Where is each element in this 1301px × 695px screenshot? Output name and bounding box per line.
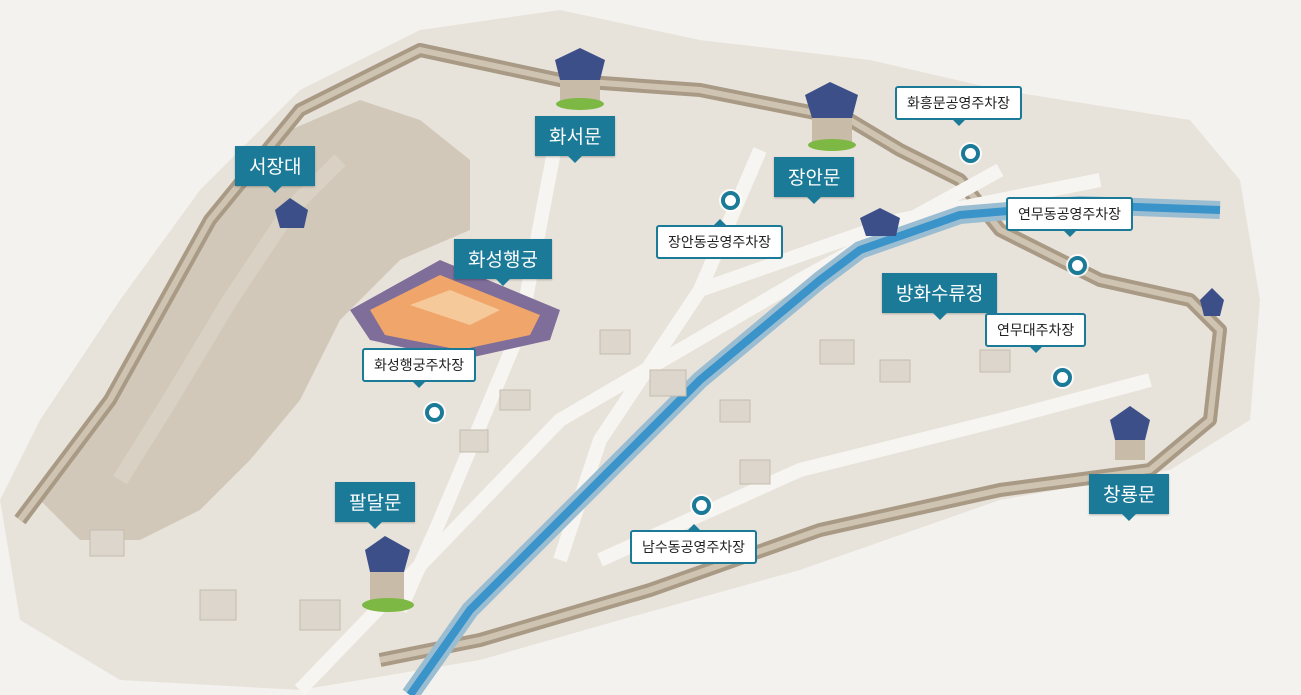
haenggung-palace <box>350 260 560 360</box>
landmark-hwaseomun[interactable]: 화서문 <box>535 116 616 163</box>
parking-pin-haenggung[interactable] <box>425 403 444 422</box>
landmark-seojangdae[interactable]: 서장대 <box>235 146 316 193</box>
gate-towers <box>275 48 1224 572</box>
parking-yeonmudae[interactable]: 연무대주차장 <box>985 313 1087 353</box>
parking-yeonmudong[interactable]: 연무동공영주차장 <box>1006 197 1134 237</box>
parking-haenggung[interactable]: 화성행궁주차장 <box>362 348 477 388</box>
landmark-hwaseong-haenggung[interactable]: 화성행궁 <box>454 239 552 286</box>
parking-pin-jangandong[interactable] <box>721 191 740 210</box>
parking-pin-hwahongmun[interactable] <box>961 144 980 163</box>
landmark-paldalmun[interactable]: 팔달문 <box>335 482 416 529</box>
landmark-banghwasuryujeong[interactable]: 방화수류정 <box>882 273 998 320</box>
parking-pin-yeonmudae[interactable] <box>1053 368 1072 387</box>
parking-pin-namsudong[interactable] <box>692 496 711 515</box>
parking-jangandong[interactable]: 장안동공영주차장 <box>656 219 784 259</box>
parking-hwahongmun[interactable]: 화흥문공영주차장 <box>895 86 1023 126</box>
parking-pin-yeonmudong[interactable] <box>1068 256 1087 275</box>
parking-namsudong[interactable]: 남수동공영주차장 <box>630 524 758 564</box>
landmark-janganmun[interactable]: 장안문 <box>774 157 855 204</box>
landmark-changnyongmun[interactable]: 창룡문 <box>1089 474 1170 521</box>
